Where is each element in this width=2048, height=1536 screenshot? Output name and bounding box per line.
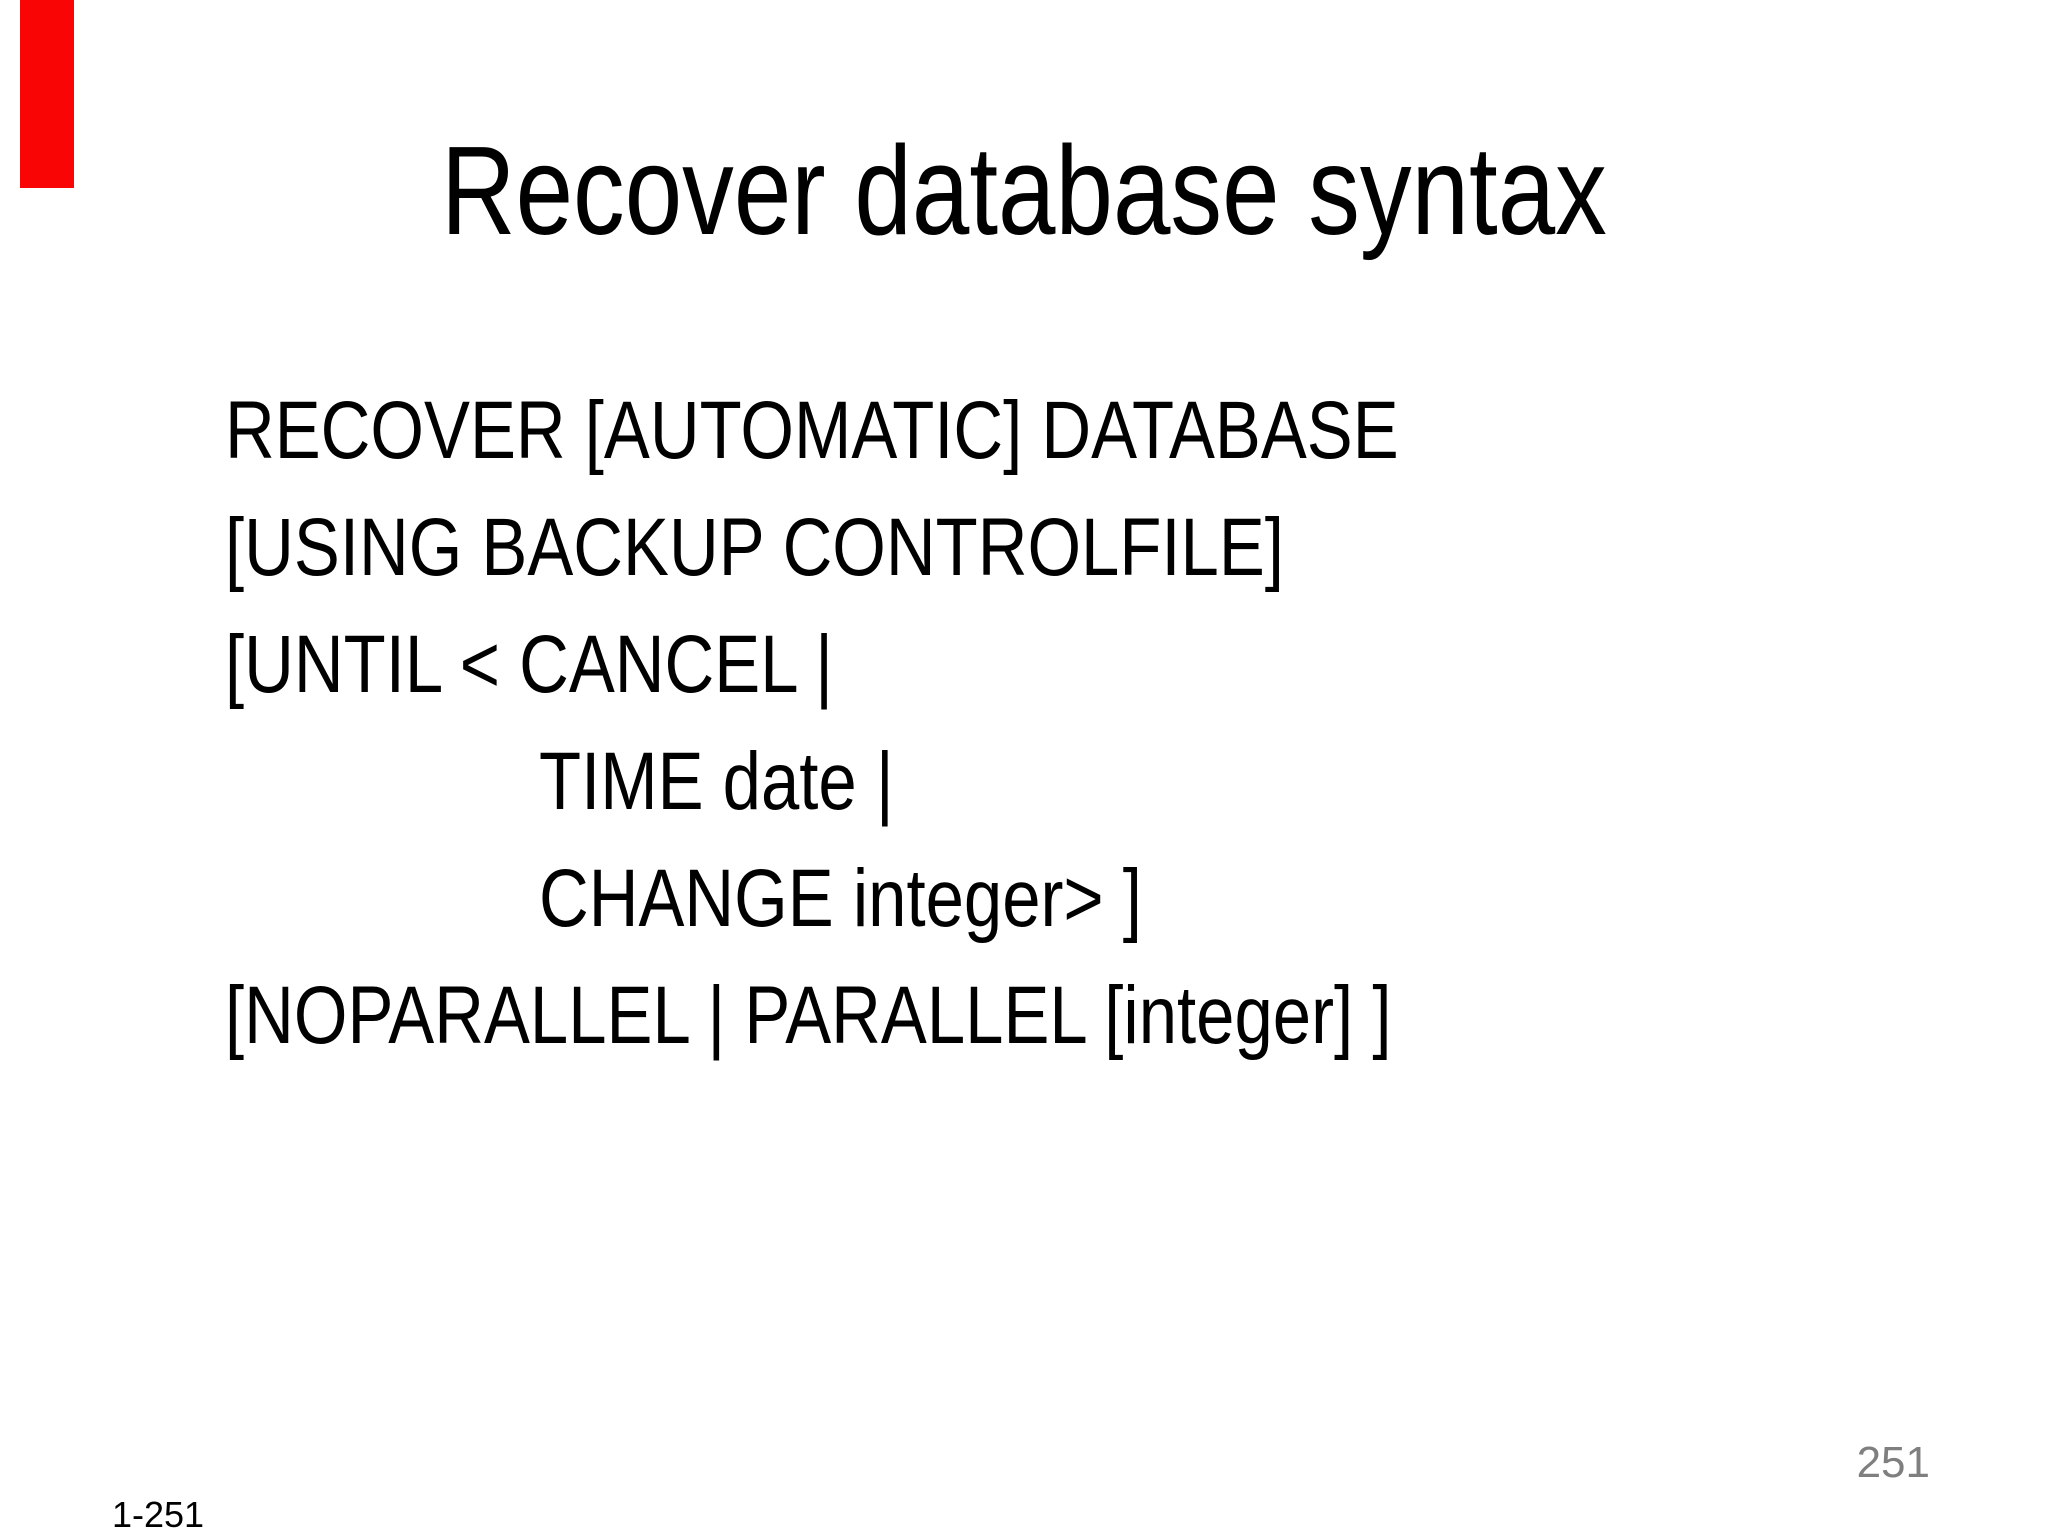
- syntax-line-text: [NOPARALLEL | PARALLEL [integer] ]: [225, 969, 1392, 1061]
- syntax-line-text: [UNTIL < CANCEL |: [225, 618, 833, 710]
- accent-bar: [20, 0, 74, 188]
- syntax-line-text: [USING BACKUP CONTROLFILE]: [225, 501, 1284, 593]
- page-title-text: Recover database syntax: [441, 120, 1607, 261]
- syntax-line-text: CHANGE integer> ]: [539, 852, 1142, 944]
- footer-page-label: 1-251: [112, 1494, 205, 1535]
- syntax-line: RECOVER [AUTOMATIC] DATABASE: [225, 372, 1825, 489]
- page-number: 251: [1856, 1438, 1930, 1487]
- syntax-line-text: TIME date |: [539, 735, 894, 827]
- syntax-line: [NOPARALLEL | PARALLEL [integer] ]: [225, 957, 1825, 1074]
- syntax-line: CHANGE integer> ]: [225, 840, 1825, 957]
- syntax-block: RECOVER [AUTOMATIC] DATABASE [USING BACKU…: [225, 372, 1825, 1074]
- page-title: Recover database syntax: [0, 112, 2048, 270]
- syntax-line: [UNTIL < CANCEL |: [225, 606, 1825, 723]
- syntax-line-text: RECOVER [AUTOMATIC] DATABASE: [225, 384, 1399, 476]
- syntax-line: [USING BACKUP CONTROLFILE]: [225, 489, 1825, 606]
- syntax-line: TIME date |: [225, 723, 1825, 840]
